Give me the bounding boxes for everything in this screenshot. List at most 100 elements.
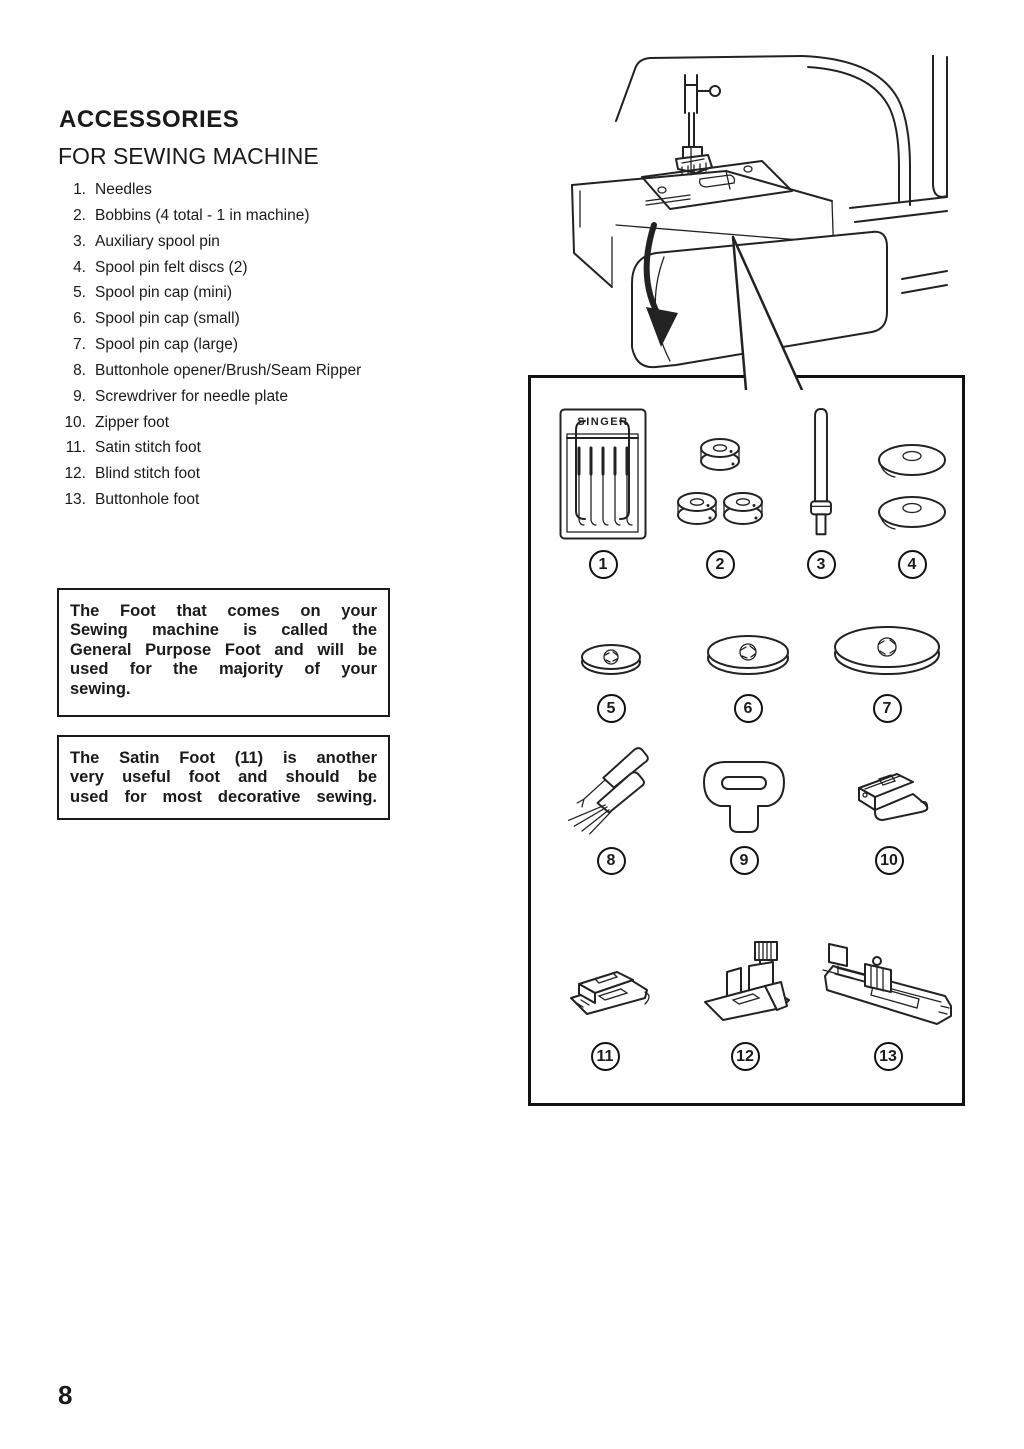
item-number-badge: 10 (874, 846, 904, 875)
page-subtitle: FOR SEWING MACHINE (58, 143, 319, 169)
accessory-list-item: 10. Zipper foot (60, 410, 440, 436)
item-number-badge: 13 (873, 1042, 903, 1071)
item-number: 7. (73, 336, 86, 354)
item-number-badge: 6 (733, 694, 763, 723)
needle-plate (641, 160, 793, 210)
accessory-list-item: 12. Blind stitch foot (60, 461, 440, 487)
item-number-badge: 3 (806, 550, 836, 579)
buttonhole-opener-brush-seam-ripper-icon (567, 747, 649, 835)
accessory-list-item: 13. Buttonhole foot (60, 487, 440, 513)
compartment-cover (631, 230, 888, 369)
item-number-badge: 9 (729, 846, 759, 875)
spool-pin-cap-small-icon (707, 635, 789, 675)
accessory-list-item: 7. Spool pin cap (large) (60, 332, 440, 358)
item-number-badge: 1 (588, 550, 618, 579)
item-label: Bobbins (4 total - 1 in machine) (95, 206, 310, 224)
spool-pin-felt-discs-icon (878, 444, 946, 530)
item-label: Buttonhole foot (95, 491, 200, 509)
accessory-item-11: 11 (550, 921, 660, 1071)
item-label: Spool pin felt discs (2) (95, 258, 248, 276)
item-label: Blind stitch foot (95, 465, 201, 483)
brand-label: SINGER (577, 416, 628, 428)
accessory-item-5: 5 (556, 603, 666, 723)
buttonhole-foot-icon (822, 943, 952, 1025)
accessory-item-8: 8 (556, 745, 666, 875)
note-text-line: sewing. (70, 679, 131, 698)
item-label: Needles (95, 181, 152, 198)
callout-wedge (731, 235, 804, 390)
accessory-item-9: 9 (689, 745, 799, 875)
item-number: 3. (73, 232, 86, 250)
item-number-badge: 7 (872, 694, 902, 723)
blind-stitch-foot-icon (704, 941, 790, 1021)
spool-pin-cap-mini-icon (581, 644, 641, 675)
item-label: Auxiliary spool pin (95, 232, 220, 250)
note-text-line: used for most decorative sewing. (70, 787, 377, 806)
item-number-badge: 4 (897, 550, 927, 579)
item-number: 12. (64, 465, 86, 483)
item-number: 4. (73, 258, 86, 276)
item-label: Spool pin cap (small) (95, 310, 240, 328)
item-number: 6. (73, 310, 86, 328)
zipper-foot-icon (858, 773, 929, 821)
spool-pin-cap-large-icon (834, 626, 940, 675)
accessory-item-1: SINGER 1 (548, 406, 658, 579)
accessory-item-4: 4 (867, 406, 957, 579)
note-satin-foot: The Satin Foot (11) is another very usef… (57, 735, 390, 820)
item-label: Spool pin cap (mini) (95, 284, 232, 302)
accessory-list-item: 8. Buttonhole opener/Brush/Seam Ripper (60, 358, 440, 384)
bobbins-icon (677, 438, 763, 525)
item-number: 5. (73, 284, 86, 302)
note-text-line: The Foot that comes on your (70, 602, 377, 620)
accessory-item-7: 7 (822, 603, 952, 723)
item-number: 13. (64, 491, 86, 509)
accessory-item-3: 3 (786, 406, 856, 579)
accessory-list-item: 9. Screwdriver for needle plate (60, 384, 440, 410)
note-text-line: used for the majority of your (70, 660, 377, 679)
accessory-list-item: 11. Satin stitch foot (60, 435, 440, 461)
item-number: 2. (73, 206, 86, 224)
item-label: Zipper foot (95, 413, 170, 431)
accessory-item-10: 10 (834, 745, 944, 875)
machine-body (615, 55, 948, 294)
item-number-badge: 2 (705, 550, 735, 579)
item-number: 9. (73, 387, 86, 405)
item-number: 8. (73, 361, 86, 379)
accessory-list-item: 5. Spool pin cap (mini) (60, 280, 440, 306)
item-number: 10. (64, 413, 86, 431)
accessory-list-item: 2. Bobbins (4 total - 1 in machine) (60, 203, 440, 229)
item-label: Satin stitch foot (95, 439, 201, 457)
item-number: 1. (73, 181, 86, 198)
item-number-badge: 12 (730, 1042, 760, 1071)
note-text-line: The Satin Foot (11) is another (70, 749, 377, 767)
accessory-list-item: 3. Auxiliary spool pin (60, 229, 440, 255)
item-number: 11. (65, 439, 86, 457)
item-label: Spool pin cap (large) (95, 336, 239, 354)
note-text-line: very useful foot and should be (70, 768, 377, 787)
page-title: ACCESSORIES (59, 106, 240, 133)
accessory-tray (571, 170, 835, 288)
accessory-item-6: 6 (688, 603, 808, 723)
accessory-item-13: 13 (810, 921, 966, 1071)
accessory-list-item: 4. Spool pin felt discs (2) (60, 255, 440, 281)
item-number-badge: 11 (590, 1042, 620, 1071)
needle-bar (675, 74, 721, 176)
item-number-badge: 5 (596, 694, 626, 723)
accessory-list-item: 1. Needles (60, 177, 440, 203)
note-general-purpose-foot: The Foot that comes on your Sewing machi… (57, 588, 390, 717)
needle-plate-screwdriver-icon (703, 761, 785, 833)
accessory-list-item: 6. Spool pin cap (small) (60, 306, 440, 332)
item-label: Screwdriver for needle plate (95, 387, 288, 405)
item-number-badge: 8 (596, 846, 626, 875)
accessory-item-2: 2 (665, 406, 775, 579)
accessories-diagram-panel: SINGER 1 2 (528, 375, 965, 1106)
auxiliary-spool-pin-icon (810, 407, 832, 536)
note-text-line: General Purpose Foot and will be (70, 640, 377, 659)
needle-pack-icon: SINGER (559, 408, 647, 540)
accessory-item-12: 12 (685, 921, 805, 1071)
note-text-line: Sewing machine is called the (70, 621, 377, 640)
open-direction-arrow-icon (643, 222, 678, 347)
item-label: Buttonhole opener/Brush/Seam Ripper (95, 361, 362, 379)
accessories-list: 1. Needles 2. Bobbins (4 total - 1 in mach… (60, 177, 440, 513)
